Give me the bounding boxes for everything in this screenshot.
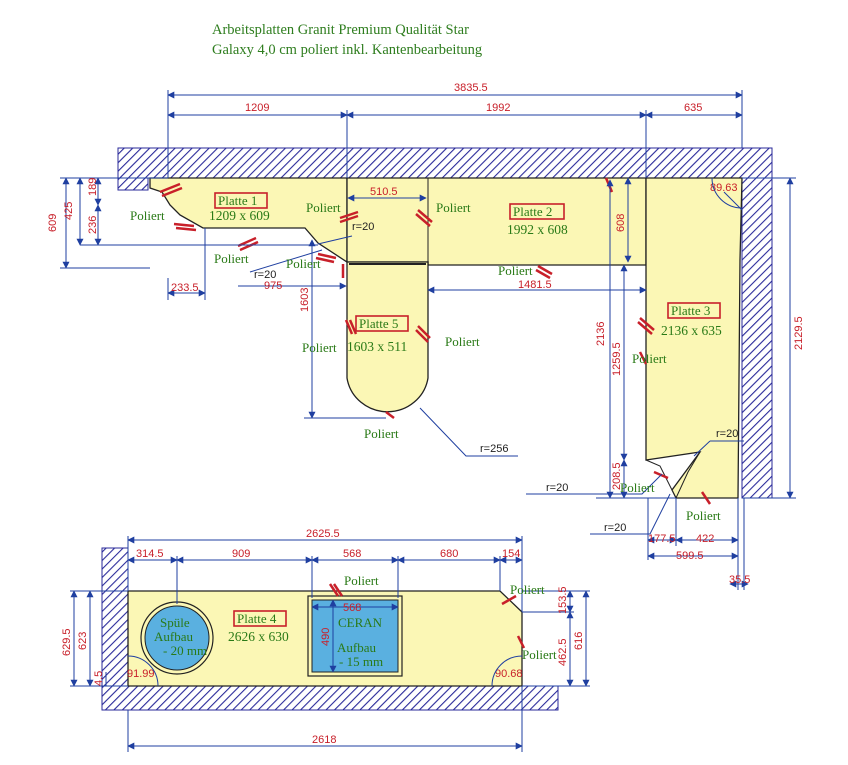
- dim-236: 236: [87, 216, 99, 234]
- radius-label-3: r=20: [546, 482, 568, 494]
- dim-ceran-width: 568: [343, 602, 361, 614]
- svg-text:Spüle: Spüle: [160, 615, 190, 630]
- dim-177: 177.5: [648, 533, 676, 545]
- svg-text:Platte 1: Platte 1: [218, 193, 257, 208]
- dim-629: 629.5: [61, 628, 73, 656]
- dim-568: 568: [343, 548, 361, 560]
- svg-text:1992 x 608: 1992 x 608: [507, 222, 568, 237]
- dim-635: 635: [684, 102, 702, 114]
- dim-233: 233.5: [171, 282, 199, 294]
- dim-599: 599.5: [676, 550, 704, 562]
- angle-90: 90.68: [495, 668, 523, 680]
- svg-text:- 20 mm: - 20 mm: [163, 643, 207, 658]
- poliert-label: Poliert: [498, 263, 533, 278]
- poliert-label: Poliert: [302, 340, 337, 355]
- poliert-label: Poliert: [686, 508, 721, 523]
- dim-ceran-height: 490: [320, 628, 332, 646]
- dim-189: 189: [87, 178, 99, 196]
- angle-89: 89.63: [710, 182, 738, 194]
- plate-3-shape: [645, 177, 743, 499]
- poliert-label: Poliert: [436, 200, 471, 215]
- svg-text:Aufbau: Aufbau: [154, 629, 193, 644]
- dim-154: 154: [502, 548, 520, 560]
- dim-1259: 1259.5: [611, 342, 623, 376]
- svg-text:Platte 2: Platte 2: [513, 204, 552, 219]
- poliert-label: Poliert: [286, 256, 321, 271]
- dim-2618: 2618: [312, 734, 336, 746]
- svg-text:2136 x 635: 2136 x 635: [661, 323, 722, 338]
- svg-text:2626 x 630: 2626 x 630: [228, 629, 289, 644]
- dim-1603: 1603: [299, 288, 311, 312]
- dim-616: 616: [573, 632, 585, 650]
- dim-510: 510.5: [370, 186, 398, 198]
- poliert-label: Poliert: [364, 426, 399, 441]
- poliert-label: Poliert: [510, 582, 545, 597]
- plate-4-label: Platte 4 2626 x 630: [228, 610, 289, 644]
- poliert-label: Poliert: [130, 208, 165, 223]
- radius-label-1: r=20: [352, 221, 374, 233]
- dim-909: 909: [232, 548, 250, 560]
- dim-425: 425: [63, 202, 75, 220]
- dim-total-width: 3835.5: [454, 82, 488, 94]
- svg-text:1209 x 609: 1209 x 609: [209, 208, 270, 223]
- svg-text:Platte 3: Platte 3: [671, 303, 710, 318]
- dim-1209: 1209: [245, 102, 269, 114]
- svg-text:Aufbau: Aufbau: [337, 640, 376, 655]
- plate-2-label: Platte 2 1992 x 608: [507, 203, 568, 237]
- plate-5-label: Platte 5 1603 x 511: [347, 315, 409, 354]
- angle-arc-left: [127, 655, 159, 687]
- top-dimension-lines: [60, 90, 796, 590]
- angle-arc-top-right: [711, 177, 743, 209]
- bottom-dimension-lines: [70, 536, 590, 752]
- dim-680: 680: [440, 548, 458, 560]
- drawing-title-line-1: Arbeitsplatten Granit Premium Qualität S…: [212, 22, 469, 38]
- dim-975: 975: [264, 280, 282, 292]
- poliert-label: Poliert: [306, 200, 341, 215]
- dim-35: 35.5: [729, 574, 750, 586]
- dim-small: 4.5: [93, 671, 105, 686]
- angle-arc-right: [491, 655, 523, 687]
- svg-text:1603 x 511: 1603 x 511: [347, 339, 407, 354]
- plate-5-shape: [346, 261, 429, 413]
- dim-608: 608: [615, 214, 627, 232]
- poliert-label: Poliert: [214, 251, 249, 266]
- plate-3-label: Platte 3 2136 x 635: [661, 302, 722, 338]
- dim-208: 208.5: [611, 462, 623, 490]
- dim-153: 153.5: [557, 586, 569, 614]
- poliert-label: Poliert: [620, 480, 655, 495]
- poliert-label: Poliert: [632, 351, 667, 366]
- dim-314: 314.5: [136, 548, 164, 560]
- dim-bottom-total: 2625.5: [306, 528, 340, 540]
- drawing-title-line-2: Galaxy 4,0 cm poliert inkl. Kantenbearbe…: [212, 42, 483, 58]
- dim-422: 422: [696, 533, 714, 545]
- svg-text:Platte 5: Platte 5: [359, 316, 398, 331]
- bottom-polish-marks: [328, 583, 526, 649]
- radius-label-4: r=20: [604, 522, 626, 534]
- dim-609: 609: [47, 214, 59, 232]
- svg-text:Platte 4: Platte 4: [237, 611, 277, 626]
- dim-2129: 2129.5: [793, 316, 805, 350]
- angle-91: 91.99: [127, 668, 155, 680]
- dim-1481: 1481.5: [518, 279, 552, 291]
- poliert-label: Poliert: [522, 647, 557, 662]
- poliert-label: Poliert: [344, 573, 379, 588]
- svg-text:- 15 mm: - 15 mm: [339, 654, 383, 669]
- dim-2136: 2136: [595, 322, 607, 346]
- radius-label-5: r=20: [716, 428, 738, 440]
- top-countertop-slabs: [149, 177, 743, 499]
- dim-1992: 1992: [486, 102, 510, 114]
- radius-label-256: r=256: [480, 443, 508, 455]
- plate-1-label: Platte 1 1209 x 609: [209, 192, 270, 223]
- dim-462: 462.5: [557, 638, 569, 666]
- svg-text:CERAN: CERAN: [338, 615, 383, 630]
- radius-label-2: r=20: [254, 269, 276, 281]
- dim-623: 623: [77, 632, 89, 650]
- poliert-label: Poliert: [445, 334, 480, 349]
- sink-cutout: Spüle Aufbau - 20 mm: [140, 601, 214, 675]
